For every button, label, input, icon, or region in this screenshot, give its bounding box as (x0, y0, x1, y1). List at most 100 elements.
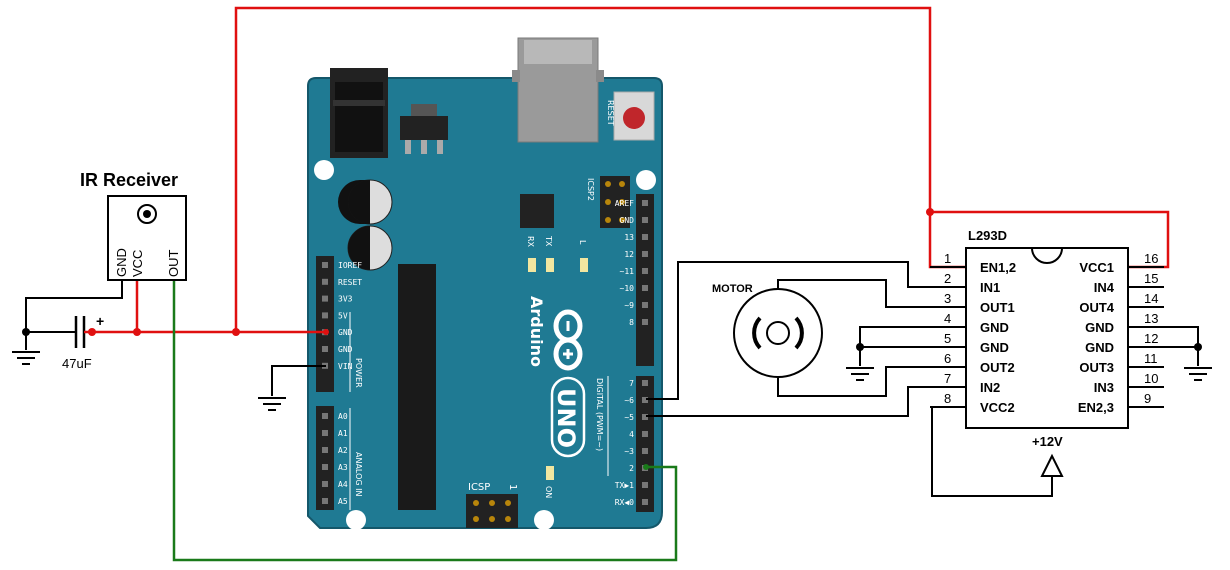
header-pin (322, 430, 328, 436)
ic-pin-number: 2 (944, 271, 951, 286)
ic-pin-name: VCC1 (1079, 260, 1114, 275)
ic-pin-number: 9 (1144, 391, 1151, 406)
icsp-header: ICSP 1 (466, 482, 518, 528)
ground-symbol (846, 367, 874, 381)
ic-pin-name: IN2 (980, 380, 1000, 395)
supply-label: +12V (1032, 434, 1063, 449)
ic-pin-name: IN4 (1094, 280, 1115, 295)
ground-symbol (258, 397, 286, 411)
header-pin-label: ~10 (620, 284, 635, 293)
ir-pin-out: OUT (166, 250, 181, 278)
header-pin-label: GND (338, 345, 353, 354)
ic-pin-name: GND (1085, 340, 1114, 355)
icsp-label: ICSP (468, 482, 490, 493)
header-pin (642, 431, 648, 437)
header-pin-label: 8 (629, 318, 634, 327)
mounting-hole (636, 170, 656, 190)
ic-pin-name: GND (980, 340, 1009, 355)
header-pin (322, 447, 328, 453)
header-pin-label: ~3 (624, 447, 634, 456)
status-leds: RX TX L ON (526, 235, 588, 498)
header-pin-label: TX▶1 (615, 481, 634, 490)
uno-logo: UNO (550, 376, 586, 458)
header-pin-label: ~5 (624, 413, 634, 422)
ir-pin-gnd: GND (114, 248, 129, 277)
header-pin-label: GND (338, 328, 353, 337)
pin-dot-5v (323, 329, 329, 335)
header-pin (642, 380, 648, 386)
header-pin (642, 397, 648, 403)
icsp2-label: ICSP2 (586, 178, 595, 201)
analog-header (316, 406, 334, 510)
ic-pin-number: 7 (944, 371, 951, 386)
ic-pin-name: GND (1085, 320, 1114, 335)
analog-section-label: ANALOG IN (354, 452, 363, 497)
ic-pin-number: 14 (1144, 291, 1158, 306)
junction-dot (232, 328, 240, 336)
ic-pin-number: 6 (944, 351, 951, 366)
ir-receiver: IR Receiver GND VCC OUT (80, 170, 187, 281)
reset-button: RESET (606, 91, 655, 141)
rx-label: RX (526, 236, 535, 248)
header-pin-label: 2 (629, 464, 634, 473)
header-pin (322, 413, 328, 419)
header-pin (642, 285, 648, 291)
header-pin-label: AREF (615, 199, 634, 208)
header-pin-label: A3 (338, 463, 348, 472)
on-label: ON (544, 486, 553, 498)
ic-pin-name: OUT4 (1079, 300, 1114, 315)
ic-pin-number: 3 (944, 291, 951, 306)
tx-label: TX (544, 235, 553, 247)
icsp-pin1-label: 1 (507, 484, 518, 490)
header-pin (322, 278, 328, 285)
header-pin (322, 312, 328, 319)
ic-pin-name: OUT3 (1079, 360, 1114, 375)
usb-chip (520, 194, 554, 228)
capacitor-47uf: + 47uF (62, 313, 104, 371)
pin-dot-d2 (643, 464, 649, 470)
dc-motor: MOTOR (712, 283, 823, 378)
header-pin-label: 5V (338, 311, 348, 320)
header-pin (642, 448, 648, 454)
header-pin (642, 319, 648, 325)
ic-pin-name: EN1,2 (980, 260, 1016, 275)
header-pin (642, 499, 648, 505)
ir-signal-wire (172, 280, 678, 562)
header-pin-label: 4 (629, 430, 634, 439)
capacitor-polarity: + (96, 313, 104, 329)
mounting-hole (534, 510, 554, 530)
ground-symbol (12, 351, 40, 365)
header-pin (322, 481, 328, 487)
ic-pin-name: OUT1 (980, 300, 1015, 315)
power-section-label: POWER (354, 358, 363, 388)
header-pin-label: ~11 (620, 267, 635, 276)
header-pin (642, 268, 648, 274)
ic-pin-name: VCC2 (980, 400, 1015, 415)
header-pin (322, 262, 328, 268)
uno-label: UNO (552, 388, 580, 448)
ic-pin-number: 4 (944, 311, 951, 326)
header-pin-label: RESET (338, 278, 362, 287)
mounting-hole (346, 510, 366, 530)
header-pin (642, 217, 648, 223)
capacitor-value: 47uF (62, 356, 92, 371)
junction-dot (22, 328, 30, 336)
mounting-hole (314, 160, 334, 180)
supply-12v: +12V (1032, 434, 1064, 477)
ic-pin-name: EN2,3 (1078, 400, 1114, 415)
ic-pin-name: GND (980, 320, 1009, 335)
header-pin (642, 251, 648, 257)
digital-section-label: DIGITAL (PWM=~) (595, 378, 604, 451)
ic-pin-number: 15 (1144, 271, 1158, 286)
header-pin (322, 295, 328, 302)
ic-pin-number: 16 (1144, 251, 1158, 266)
ic-pin-name: IN1 (980, 280, 1000, 295)
ic-pin-number: 8 (944, 391, 951, 406)
ground-symbol (1184, 367, 1212, 381)
ic-notch (1031, 247, 1063, 264)
header-pin (642, 234, 648, 240)
junction-dot (856, 343, 864, 351)
voltage-regulator (400, 104, 448, 154)
header-pin-label: 7 (629, 379, 634, 388)
